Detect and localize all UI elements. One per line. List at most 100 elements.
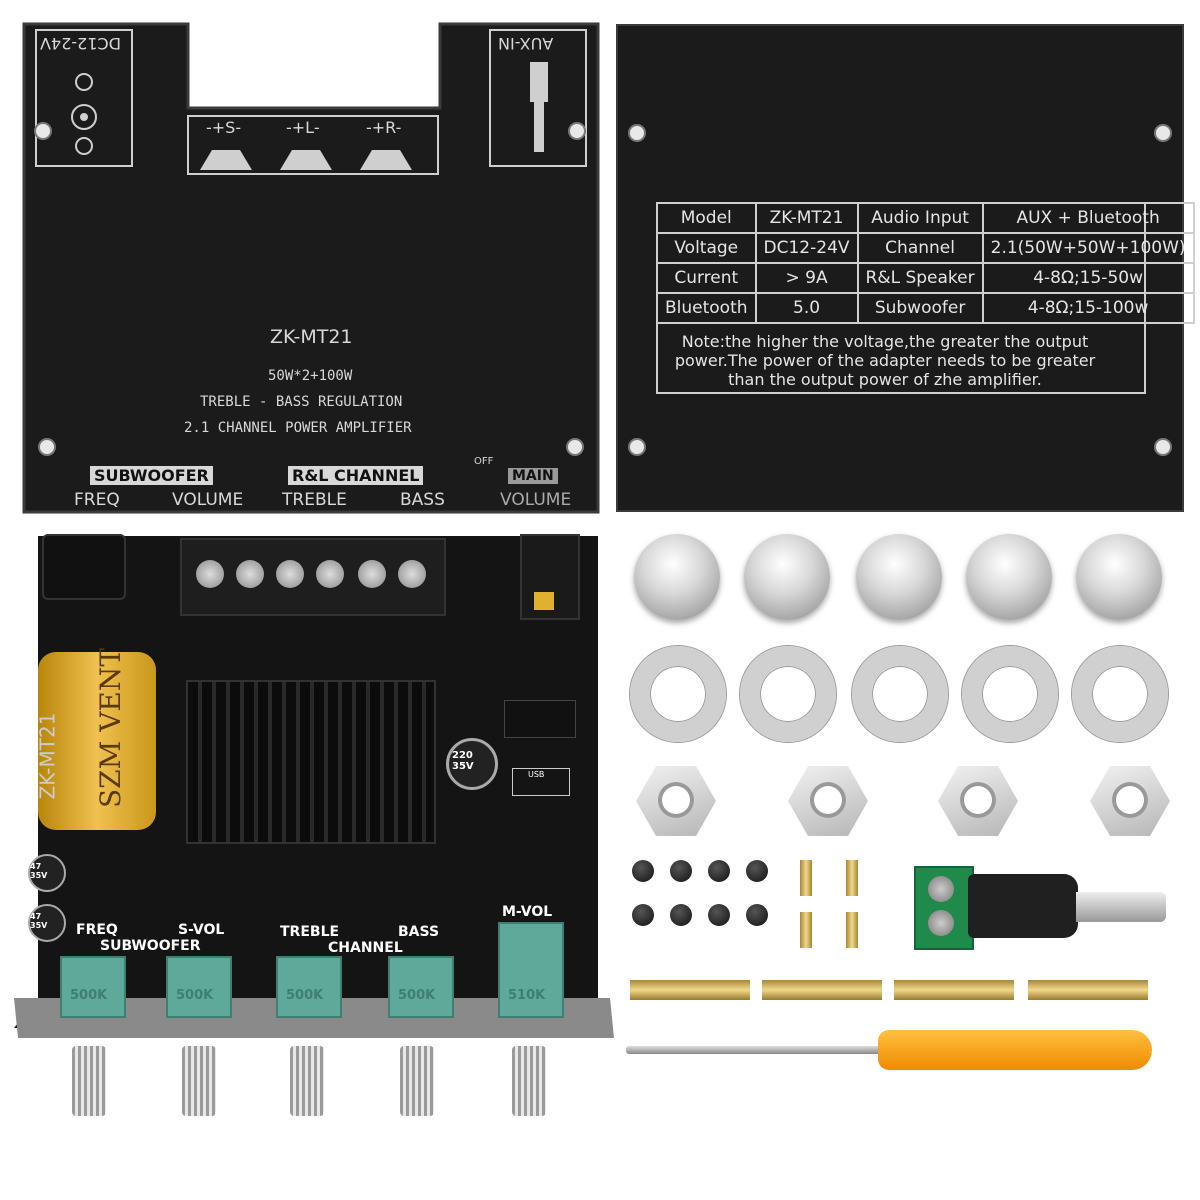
speaker-s-label: -+S- bbox=[206, 118, 242, 137]
mvol-potentiometer bbox=[498, 922, 564, 1018]
screw bbox=[708, 860, 730, 882]
screwdriver-shaft bbox=[626, 1046, 882, 1054]
capacitor bbox=[446, 738, 498, 790]
terminal-screw bbox=[358, 560, 386, 588]
screw bbox=[746, 904, 768, 926]
terminal-screw bbox=[196, 560, 224, 588]
dc-label: DC12-24V bbox=[40, 34, 121, 53]
knob-shaft bbox=[72, 1046, 106, 1116]
main-label: MAIN bbox=[508, 468, 558, 484]
usb-label: USB bbox=[528, 770, 545, 779]
ic-chip bbox=[504, 700, 576, 738]
main-capacitor bbox=[38, 652, 156, 830]
spec-cell: 4-8Ω;15-100w bbox=[981, 292, 1195, 324]
spec-cell: 5.0 bbox=[754, 292, 859, 324]
chrome-knob bbox=[966, 534, 1052, 620]
amplifier-board: SZM VENT 220 35V 47 35V 47 35V USB ZK-MT… bbox=[14, 528, 614, 1038]
knob-shaft bbox=[512, 1046, 546, 1116]
screw bbox=[670, 904, 692, 926]
bottom-cover-panel: Model ZK-MT21 Audio Input AUX + Bluetoot… bbox=[616, 24, 1195, 512]
table-row: Voltage DC12-24V Channel 2.1(50W+50W+100… bbox=[656, 232, 1195, 264]
terminal-screw bbox=[398, 560, 426, 588]
washer bbox=[630, 646, 726, 742]
freq-potentiometer bbox=[60, 956, 126, 1018]
hex-nut bbox=[1090, 766, 1170, 836]
hex-nut bbox=[938, 766, 1018, 836]
brass-rod bbox=[1028, 980, 1148, 1000]
mount-hole bbox=[566, 438, 584, 456]
heatsink bbox=[186, 680, 436, 844]
brass-standoff bbox=[846, 860, 858, 896]
usb-header bbox=[512, 768, 570, 796]
brass-standoff bbox=[800, 860, 812, 896]
spec-cell: 2.1(50W+50W+100W) bbox=[981, 232, 1195, 264]
terminal-screw bbox=[276, 560, 304, 588]
pot-value: 510K bbox=[508, 988, 546, 1003]
hex-nut bbox=[636, 766, 716, 836]
freq-label: FREQ bbox=[74, 490, 120, 510]
terminal-screw bbox=[928, 910, 954, 936]
brass-rod bbox=[894, 980, 1014, 1000]
screw bbox=[746, 860, 768, 882]
off-label: OFF bbox=[474, 456, 494, 467]
chrome-knob bbox=[1076, 534, 1162, 620]
speaker-l-label: -+L- bbox=[286, 118, 320, 137]
capacitor-label: 47 35V bbox=[30, 912, 48, 930]
spec-cell: Model bbox=[656, 202, 757, 234]
table-row: Bluetooth 5.0 Subwoofer 4-8Ω;15-100w bbox=[656, 292, 1195, 324]
volume-label: VOLUME bbox=[172, 490, 244, 510]
pot-value: 500K bbox=[398, 988, 436, 1003]
knob-shaft bbox=[182, 1046, 216, 1116]
dc-plug-barrel bbox=[1076, 892, 1166, 922]
svol-potentiometer bbox=[166, 956, 232, 1018]
spec-cell: ZK-MT21 bbox=[754, 202, 859, 234]
treble-label: TREBLE bbox=[282, 490, 347, 510]
aux-jack-contact bbox=[534, 592, 554, 610]
power-line: 50W*2+100W bbox=[268, 368, 353, 384]
chrome-knob bbox=[744, 534, 830, 620]
brass-rod bbox=[762, 980, 882, 1000]
svol-silk: S-VOL bbox=[178, 922, 225, 938]
dc-jack bbox=[42, 534, 126, 600]
regulation-line: TREBLE - BASS REGULATION bbox=[200, 394, 403, 410]
mvol-silk: M-VOL bbox=[502, 904, 553, 920]
screwdriver-handle bbox=[878, 1030, 1152, 1070]
mount-hole bbox=[34, 122, 52, 140]
table-row: Current > 9A R&L Speaker 4-8Ω;15-50w bbox=[656, 262, 1195, 294]
terminal-screw bbox=[928, 876, 954, 902]
pot-value: 500K bbox=[70, 988, 108, 1003]
screw bbox=[632, 860, 654, 882]
spec-cell: Channel bbox=[856, 232, 984, 264]
mount-hole bbox=[1154, 124, 1172, 142]
mount-hole bbox=[628, 124, 646, 142]
bass-label: BASS bbox=[400, 490, 445, 510]
top-cover-panel: DC12-24V AUX-IN -+S- -+L- -+R- ZK-MT21 5… bbox=[22, 22, 600, 514]
spec-cell: DC12-24V bbox=[754, 232, 859, 264]
spec-cell: Voltage bbox=[656, 232, 757, 264]
brass-standoff bbox=[800, 912, 812, 948]
chrome-knob bbox=[856, 534, 942, 620]
screw bbox=[670, 860, 692, 882]
spec-cell: R&L Speaker bbox=[856, 262, 984, 294]
channel-line: 2.1 CHANNEL POWER AMPLIFIER bbox=[184, 420, 412, 436]
mount-hole bbox=[568, 122, 586, 140]
speaker-r-label: -+R- bbox=[366, 118, 402, 137]
dc-plug-body bbox=[968, 874, 1078, 938]
main-volume-label: VOLUME bbox=[500, 490, 572, 510]
aux-label: AUX-IN bbox=[498, 34, 554, 53]
pot-value: 500K bbox=[176, 988, 214, 1003]
brass-rod bbox=[630, 980, 750, 1000]
spec-cell: Subwoofer bbox=[856, 292, 984, 324]
channel-silk: CHANNEL bbox=[328, 940, 403, 956]
chrome-knob bbox=[634, 534, 720, 620]
model-title: ZK-MT21 bbox=[270, 326, 353, 348]
capacitor-label: 47 35V bbox=[30, 862, 48, 880]
spec-cell: Current bbox=[656, 262, 757, 294]
washer bbox=[962, 646, 1058, 742]
board-model-label: ZK-MT21 bbox=[35, 712, 60, 800]
knob-shaft bbox=[290, 1046, 324, 1116]
treble-silk: TREBLE bbox=[280, 924, 340, 940]
spec-note: Note:the higher the voltage,the greater … bbox=[674, 332, 1096, 389]
table-row: Model ZK-MT21 Audio Input AUX + Bluetoot… bbox=[656, 202, 1195, 234]
main-capacitor-label: SZM VENT bbox=[94, 647, 127, 808]
